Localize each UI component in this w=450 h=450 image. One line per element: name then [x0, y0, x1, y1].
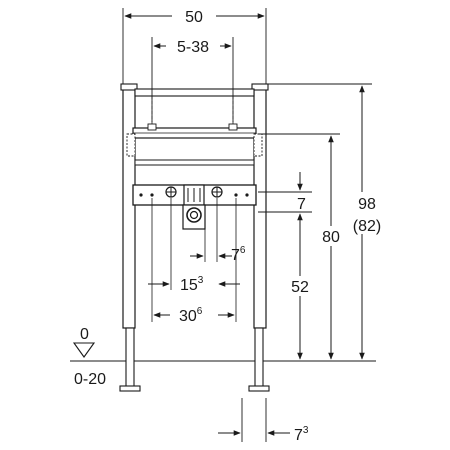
floor-zero-label: 0 [80, 326, 89, 343]
water-connection-right-icon [211, 186, 223, 198]
bracket-clip-left [147, 123, 157, 131]
dimension-bracket-range: 5-38 [151, 36, 234, 122]
dimension-spacing-15-3: 153 [148, 198, 240, 294]
mount-hole [150, 193, 154, 197]
spacing-30-6-label: 306 [179, 306, 203, 325]
left-post [122, 87, 136, 329]
dimension-total-height: 98 (82) [268, 83, 386, 360]
bracket-range-label: 5-38 [177, 39, 209, 56]
height-52-label: 52 [291, 279, 309, 296]
floor-level-symbol: 0 0-20 [72, 326, 106, 388]
dimension-gap-7: 7 [258, 172, 312, 213]
height-80-label: 80 [322, 229, 340, 246]
dimension-height-52: 52 [258, 211, 313, 360]
left-foot [119, 385, 141, 392]
dimension-spacing-30-6: 306 [151, 198, 237, 325]
frame-width-label: 50 [185, 9, 203, 26]
left-leg [125, 327, 135, 389]
mount-hole [139, 193, 143, 197]
waste-outlet-icon [182, 204, 206, 230]
dimension-height-80: 80 [258, 133, 344, 360]
water-connection-left-icon [165, 186, 177, 198]
frame [120, 83, 269, 362]
right-leg [254, 327, 264, 389]
middle-rail [134, 159, 255, 166]
centre-connection-icon [183, 184, 205, 206]
level-triangle-icon [72, 342, 96, 358]
dimension-leg-7-3: 73 [218, 398, 309, 444]
legs [119, 327, 270, 392]
leg-7-3-label: 73 [294, 425, 309, 444]
left-cap [120, 83, 138, 91]
right-post [253, 87, 267, 329]
right-cap [251, 83, 269, 91]
spacing-15-3-label: 153 [180, 275, 204, 294]
total-height-label: 98 [358, 196, 376, 213]
right-bracket-tab [253, 133, 263, 157]
left-bracket-tab [126, 133, 136, 157]
total-height-alt-label: (82) [353, 218, 381, 235]
fittings [139, 184, 249, 230]
dimension-offset-7-6: 76 [190, 198, 246, 264]
mount-hole [234, 193, 238, 197]
bracket-clip-right [228, 123, 238, 131]
floor-range-label: 0-20 [74, 371, 106, 388]
right-foot [248, 385, 270, 392]
offset-7-6-label: 76 [231, 245, 246, 264]
dimension-frame-width: 50 [122, 6, 267, 84]
gap-7-label: 7 [297, 196, 306, 213]
mount-hole [245, 193, 249, 197]
top-rail [134, 88, 255, 97]
